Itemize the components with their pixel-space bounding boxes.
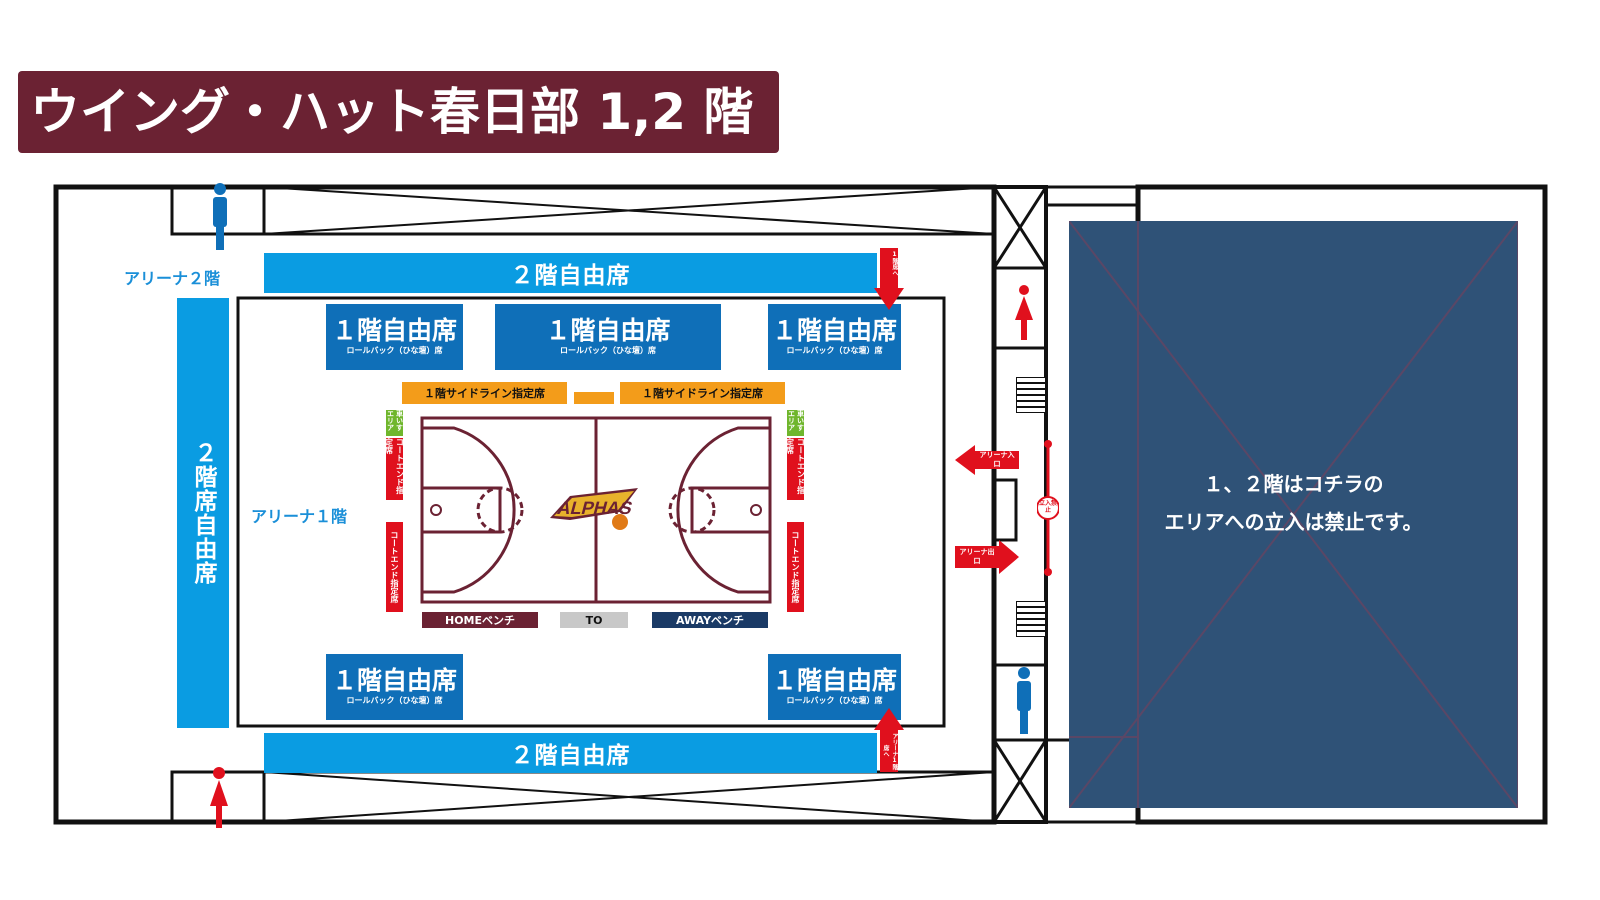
away-bench: AWAYベンチ [652, 612, 768, 628]
arena-1f-label: アリーナ１階 [251, 507, 348, 526]
female-restroom-icon [1013, 284, 1035, 342]
seat-1f-free-tc[interactable]: １階自由席 ロールバック（ひな壇）席 [495, 304, 721, 370]
stairs-icon [1015, 600, 1047, 638]
sideline-seat-right[interactable]: １階サイドライン指定席 [620, 382, 785, 404]
logo-text: ALPHAS [555, 497, 635, 518]
female-restroom-icon [208, 766, 230, 830]
arena-entrance-arrow: アリーナ入口 [955, 445, 1019, 475]
wheelchair-area-left[interactable]: 車いすエリア [386, 410, 404, 436]
home-bench: HOMEベンチ [422, 612, 538, 628]
seat-label: １階自由席 [771, 316, 897, 345]
arrow-label: アリーナ1階席へ [882, 732, 898, 770]
seat-sublabel: ロールバック（ひな壇）席 [346, 696, 443, 705]
seat-sublabel: ロールバック（ひな壇）席 [346, 346, 443, 355]
notice-line-2: エリアへの立入は禁止です。 [1164, 510, 1423, 534]
seat-1f-free-tr[interactable]: １階自由席 ロールバック（ひな壇）席 [768, 304, 901, 370]
seat-label: １階自由席 [331, 666, 457, 695]
seat-sublabel: ロールバック（ひな壇）席 [786, 696, 883, 705]
stairs-icon [1015, 376, 1047, 414]
team-logo-icon: ALPHAS [540, 478, 648, 532]
arrow-label: アリーナ出口 [959, 548, 995, 565]
seat-2f-free-left[interactable]: ２階席自由席 [177, 298, 229, 728]
seat-label: １階自由席 [545, 316, 671, 345]
courtend-seat-l1[interactable]: コートエンド指定席 [385, 438, 405, 500]
seat-2f-free-top[interactable]: ２階自由席 [264, 253, 877, 293]
male-restroom-icon [210, 182, 230, 252]
notice-line-1: １、２階はコチラの [1203, 472, 1384, 496]
restricted-notice: １、２階はコチラの エリアへの立入は禁止です。 [1069, 465, 1518, 541]
arrow-label: 1階席へ [891, 251, 898, 276]
seat-2f-free-bottom[interactable]: ２階自由席 [264, 733, 877, 773]
restricted-area: １、２階はコチラの エリアへの立入は禁止です。 [1069, 221, 1518, 808]
no-entry-barrier: 立入禁止 [1036, 440, 1060, 576]
seat-1f-free-br[interactable]: １階自由席 ロールバック（ひな壇）席 [768, 654, 901, 720]
seat-label: １階自由席 [331, 316, 457, 345]
arena-exit-arrow: アリーナ出口 [955, 540, 1019, 574]
courtend-seat-r2[interactable]: コートエンド指定席 [787, 522, 804, 612]
sideline-seats: １階サイドライン指定席 １階サイドライン指定席 [402, 382, 785, 404]
arrow-label: アリーナ入口 [979, 451, 1015, 468]
courtend-seat-r1[interactable]: コートエンド指定席 [786, 438, 806, 500]
page-title: ウイング・ハット春日部 1,2 階 [18, 71, 779, 153]
seat-1f-free-tl[interactable]: １階自由席 ロールバック（ひな壇）席 [326, 304, 463, 370]
no-entry-label: 立入禁止 [1039, 500, 1058, 514]
male-restroom-icon [1014, 666, 1034, 736]
seat-label: １階自由席 [771, 666, 897, 695]
sideline-seat-left[interactable]: １階サイドライン指定席 [402, 382, 567, 404]
arrow-to-floor1-bottom: アリーナ1階席へ [874, 708, 904, 772]
wheelchair-area-right[interactable]: 車いすエリア [787, 410, 805, 436]
seat-1f-free-bl[interactable]: １階自由席 ロールバック（ひな壇）席 [326, 654, 463, 720]
courtend-seat-l2[interactable]: コートエンド指定席 [386, 522, 403, 612]
arena-2f-label: アリーナ２階 [124, 269, 221, 288]
seat-sublabel: ロールバック（ひな壇）席 [560, 346, 656, 355]
arrow-to-floor1-top: 1階席へ [874, 248, 904, 310]
to-bench: TO [560, 612, 628, 628]
sideline-seat-center[interactable] [574, 392, 614, 404]
seat-sublabel: ロールバック（ひな壇）席 [786, 346, 883, 355]
